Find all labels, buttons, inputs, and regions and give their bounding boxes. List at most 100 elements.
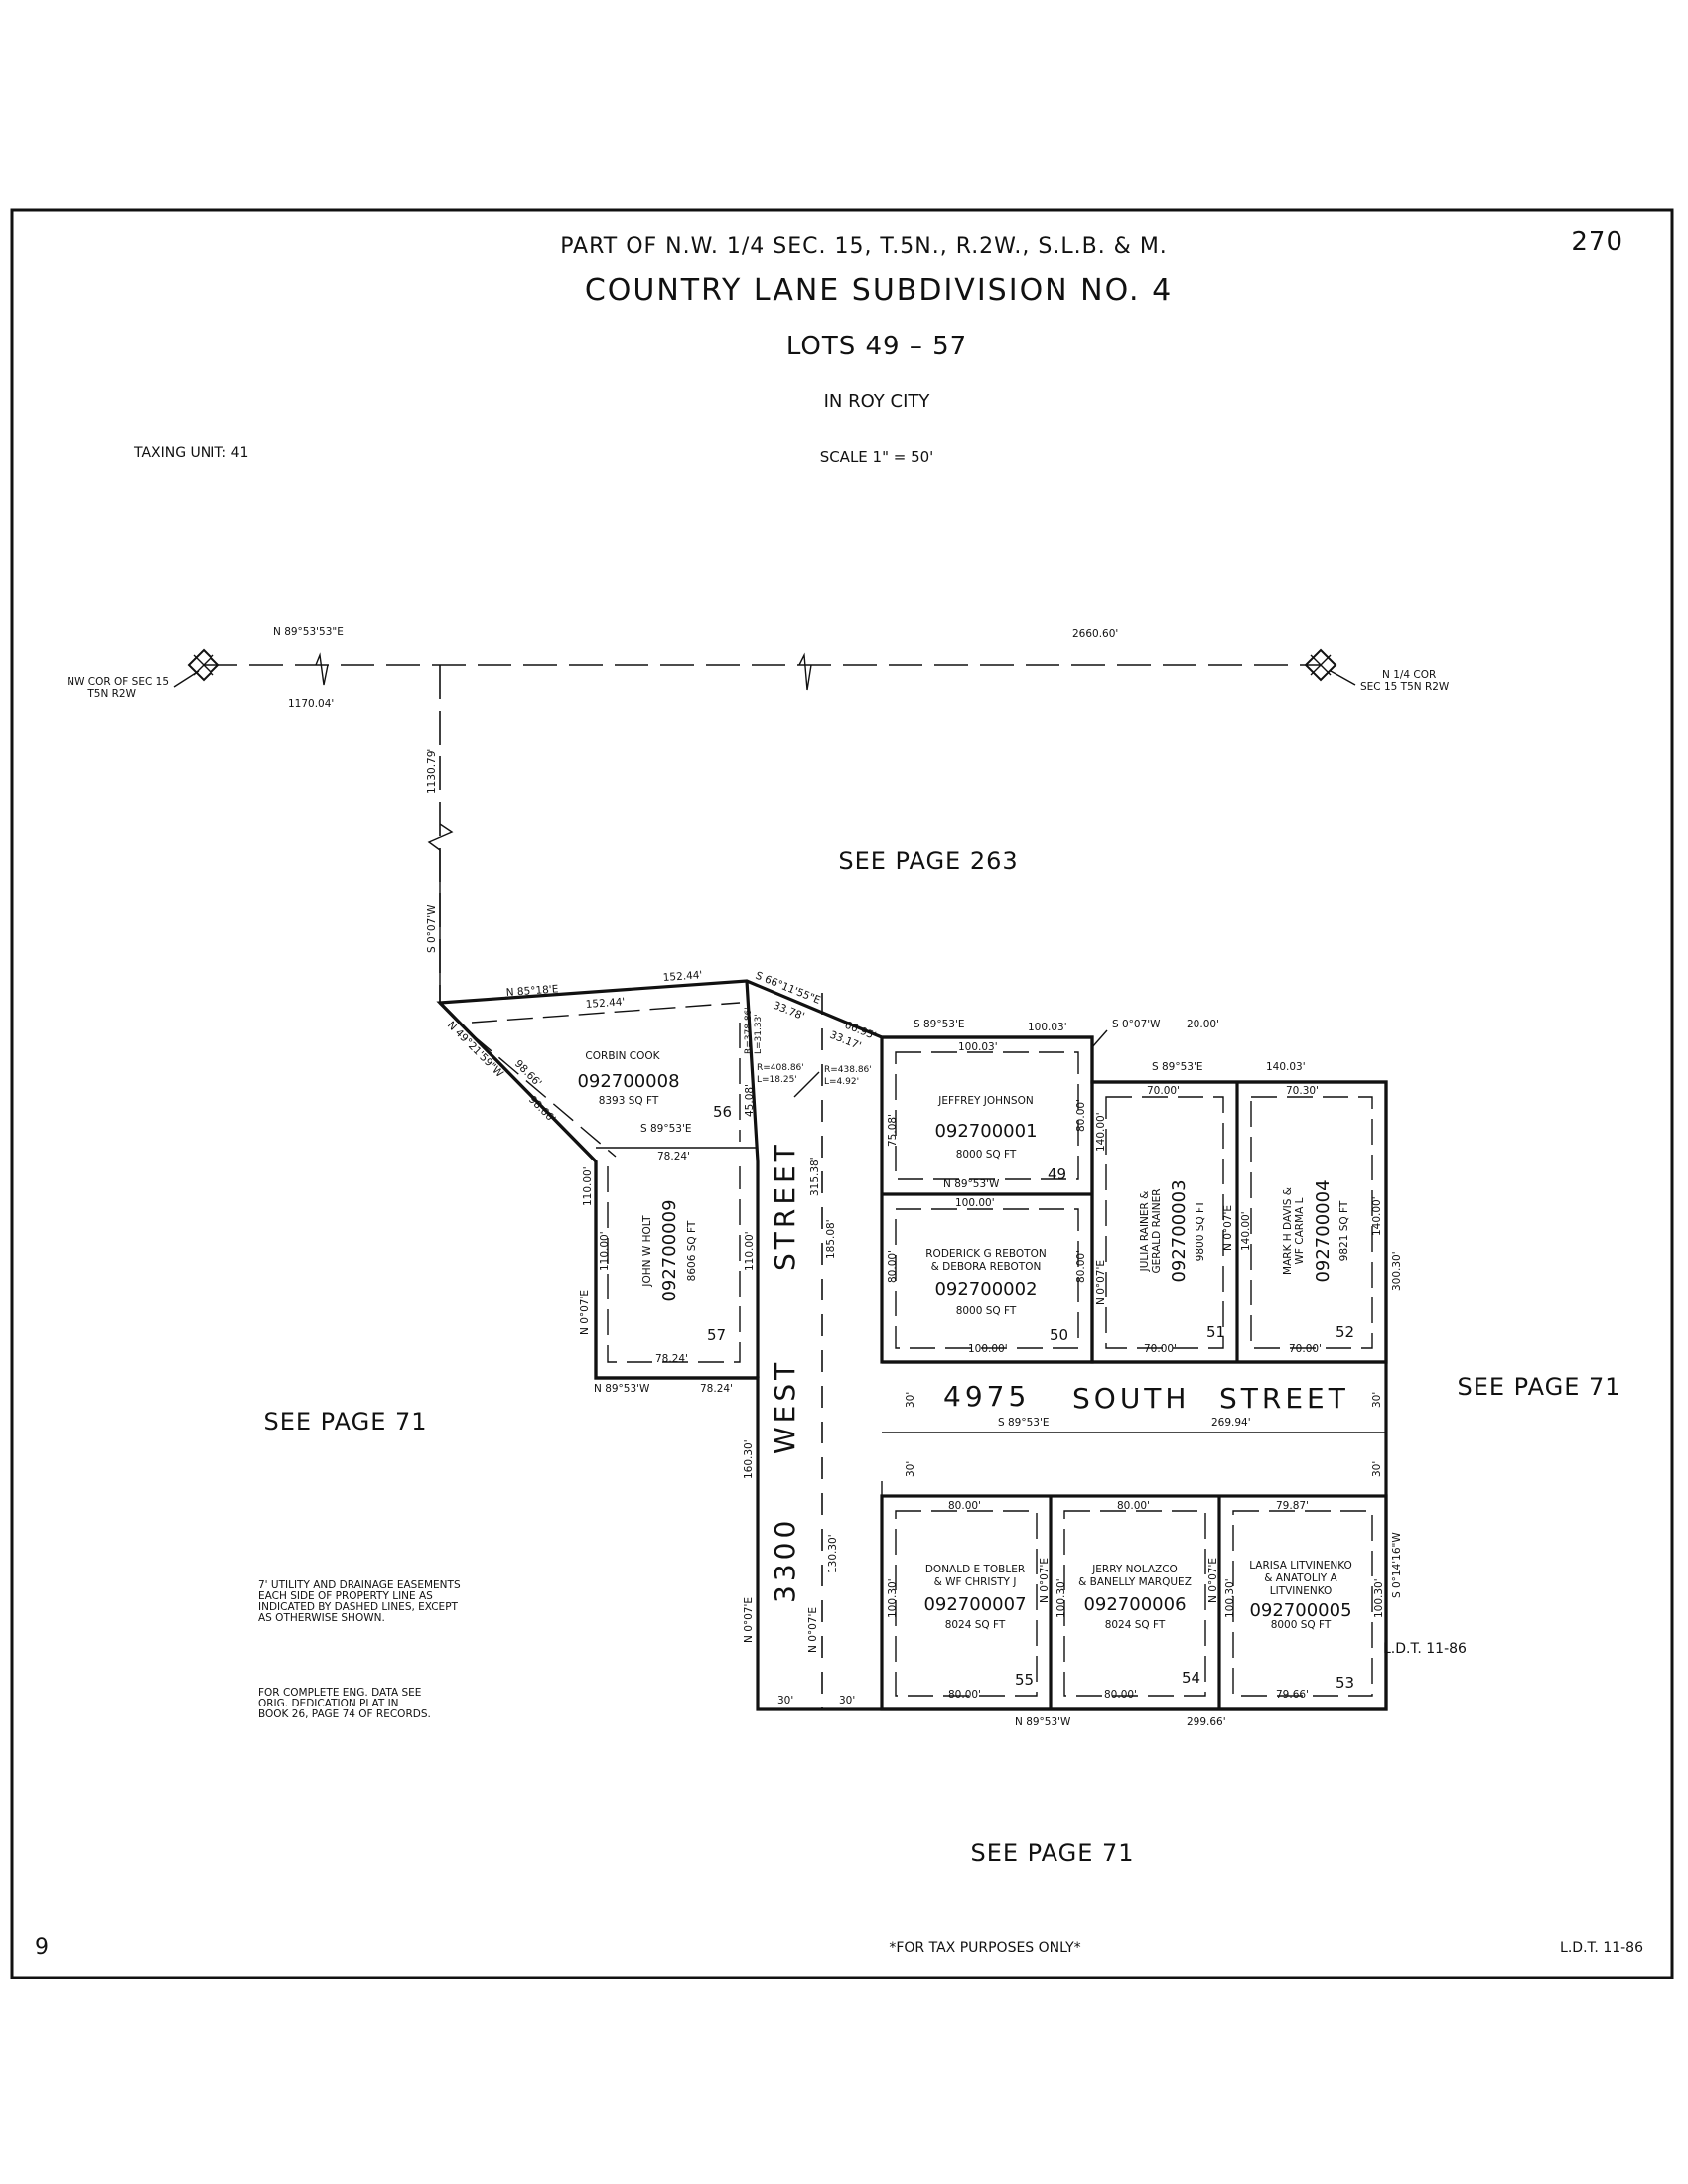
svg-text:51: 51 (1206, 1323, 1225, 1341)
lot-55: DONALD E TOBLER & WF CHRISTY J 092700007… (923, 1564, 1034, 1689)
dim-30e: 30' (777, 1695, 793, 1706)
lot-51: JULIA RAINER & GERALD RAINER 092700003 9… (1139, 1179, 1225, 1341)
svg-text:JEFFREY JOHNSON: JEFFREY JOHNSON (937, 1095, 1033, 1107)
street-west: WEST (769, 1359, 801, 1454)
svg-text:CORBIN COOK: CORBIN COOK (585, 1050, 660, 1062)
lots-heading: LOTS 49 – 57 (786, 332, 967, 361)
see-page-north: SEE PAGE 263 (838, 847, 1018, 875)
dim-30d: 30' (1371, 1461, 1383, 1477)
dim-s007w: S 0°07'W (1112, 1019, 1161, 1030)
svg-text:JOHN W HOLT: JOHN W HOLT (641, 1215, 653, 1288)
see-page-east: SEE PAGE 71 (1457, 1373, 1620, 1401)
dim-10030b: 100.30' (1055, 1578, 1067, 1618)
ldt-inner: L.D.T. 11-86 (1383, 1641, 1467, 1657)
dim-8000g: 80.00' (1104, 1689, 1137, 1701)
dim-r438: R=438.86' (824, 1065, 872, 1075)
svg-text:092700008: 092700008 (577, 1071, 679, 1092)
dim-s8953e-56: S 89°53'E (640, 1123, 692, 1135)
svg-text:DONALD E TOBLER: DONALD E TOBLER (925, 1564, 1025, 1575)
nw-corner-label-2: T5N R2W (86, 688, 136, 700)
svg-text:092700003: 092700003 (1169, 1179, 1190, 1282)
dim-11000c: 110.00' (744, 1231, 756, 1271)
svg-text:& BANELLY MARQUEZ: & BANELLY MARQUEZ (1078, 1576, 1192, 1588)
dim-n8953w: N 89°53'W (943, 1178, 1000, 1190)
street-3300: 3300 (769, 1517, 801, 1603)
dim-11000b: 110.00' (599, 1231, 611, 1271)
tie-bearing: S 0°07'W (426, 904, 438, 953)
dim-7000b: 70.00' (1144, 1343, 1177, 1355)
svg-text:BOOK 26, PAGE 74 OF RECORDS.: BOOK 26, PAGE 74 OF RECORDS. (258, 1708, 431, 1720)
dim-14003: 140.03' (1266, 1061, 1306, 1073)
svg-text:JERRY NOLAZCO: JERRY NOLAZCO (1091, 1564, 1178, 1575)
svg-text:GERALD RAINER: GERALD RAINER (1151, 1188, 1163, 1273)
tax-purposes-note: *FOR TAX PURPOSES ONLY* (889, 1940, 1080, 1956)
dim-13030: 130.30' (827, 1534, 839, 1573)
dim-2000: 20.00' (1187, 1019, 1219, 1030)
tie-distance: 1130.79' (426, 749, 438, 794)
dim-30030: 300.30' (1391, 1251, 1403, 1291)
see-page-south: SEE PAGE 71 (970, 1840, 1134, 1867)
dim-10030c: 100.30' (1224, 1578, 1236, 1618)
dim-30a: 30' (905, 1392, 916, 1408)
dim-16030: 160.30' (743, 1439, 755, 1479)
nw-corner-label-1: NW COR OF SEC 15 (67, 676, 169, 688)
svg-text:8000 SQ FT: 8000 SQ FT (956, 1149, 1017, 1160)
svg-text:EACH SIDE OF PROPERTY LINE AS: EACH SIDE OF PROPERTY LINE AS (258, 1590, 433, 1602)
dim-7966: 79.66' (1276, 1689, 1309, 1701)
svg-text:50: 50 (1050, 1326, 1068, 1344)
dim-7824b: 78.24' (655, 1353, 688, 1365)
n-quarter-label-1: N 1/4 COR (1382, 669, 1436, 681)
svg-text:49: 49 (1048, 1165, 1066, 1183)
dim-n007e-a: N 0°07'E (1095, 1260, 1107, 1305)
dim-s01416w: S 0°14'16"W (1391, 1532, 1403, 1598)
dim-8000f: 80.00' (948, 1689, 981, 1701)
n-quarter-corner-monument-icon (1304, 648, 1356, 686)
dim-n007e-54: N 0°07'E (1207, 1558, 1219, 1603)
dim-l492: L=4.92' (824, 1077, 859, 1087)
dim-26994: 269.94' (1211, 1417, 1251, 1429)
page-number: 270 (1571, 227, 1623, 257)
street-4975: 4975 (943, 1380, 1030, 1413)
svg-text:092700001: 092700001 (934, 1121, 1037, 1142)
street-street-west: STREET (769, 1141, 801, 1271)
svg-text:& DEBORA REBOTON: & DEBORA REBOTON (931, 1261, 1042, 1273)
dim-l3133: L=31.33' (754, 1014, 764, 1054)
dim-8000d: 80.00' (948, 1500, 981, 1512)
city-label: IN ROY CITY (824, 391, 931, 412)
lot-54: JERRY NOLAZCO & BANELLY MARQUEZ 09270000… (1078, 1564, 1200, 1687)
lot-53: LARISA LITVINENKO & ANATOLIY A LITVINENK… (1249, 1560, 1354, 1692)
dim-14000b: 140.00' (1240, 1211, 1252, 1251)
svg-text:8000 SQ FT: 8000 SQ FT (1271, 1619, 1332, 1631)
svg-text:8000 SQ FT: 8000 SQ FT (956, 1305, 1017, 1317)
dim-n007e-55: N 0°07'E (1039, 1558, 1051, 1603)
svg-text:AS OTHERWISE SHOWN.: AS OTHERWISE SHOWN. (258, 1612, 385, 1624)
dim-11000a: 110.00' (582, 1166, 594, 1206)
subdivision-title: COUNTRY LANE SUBDIVISION NO. 4 (585, 273, 1173, 308)
svg-text:RODERICK G REBOTON: RODERICK G REBOTON (925, 1248, 1046, 1260)
map-border (10, 208, 1674, 1979)
dim-r378: R=378.86' (744, 1007, 754, 1054)
dim-n8953w-57: N 89°53'W (594, 1383, 650, 1395)
dim-8000a: 80.00' (1075, 1099, 1087, 1132)
svg-text:092700007: 092700007 (923, 1594, 1026, 1615)
lot-57: JOHN W HOLT 092700009 8606 SQ FT 57 (641, 1199, 726, 1344)
dim-s8953e-r: S 89°53'E (1152, 1061, 1203, 1073)
dim-7824a: 78.24' (657, 1151, 690, 1162)
nw-corner-monument-icon (173, 648, 220, 688)
dim-7824c: 78.24' (700, 1383, 733, 1395)
dim-30b: 30' (1371, 1392, 1383, 1408)
svg-text:8024 SQ FT: 8024 SQ FT (945, 1619, 1006, 1631)
eng-data-note: FOR COMPLETE ENG. DATA SEE ORIG. DEDICAT… (258, 1687, 431, 1720)
dim-10003b: 100.03' (958, 1041, 998, 1053)
dim-n49: N 49°21'59"W (445, 1020, 506, 1081)
svg-text:53: 53 (1336, 1674, 1354, 1692)
dim-n007e-w: N 0°07'E (743, 1597, 755, 1643)
svg-text:9800 SQ FT: 9800 SQ FT (1195, 1200, 1206, 1261)
section-bearing: N 89°53'53"E (273, 626, 344, 638)
svg-text:57: 57 (707, 1326, 726, 1344)
dim-15244b: 152.44' (585, 996, 625, 1011)
svg-text:52: 52 (1336, 1323, 1354, 1341)
svg-text:092700005: 092700005 (1249, 1600, 1351, 1621)
svg-text:LARISA LITVINENKO: LARISA LITVINENKO (1249, 1560, 1352, 1571)
svg-text:092700002: 092700002 (934, 1279, 1037, 1299)
